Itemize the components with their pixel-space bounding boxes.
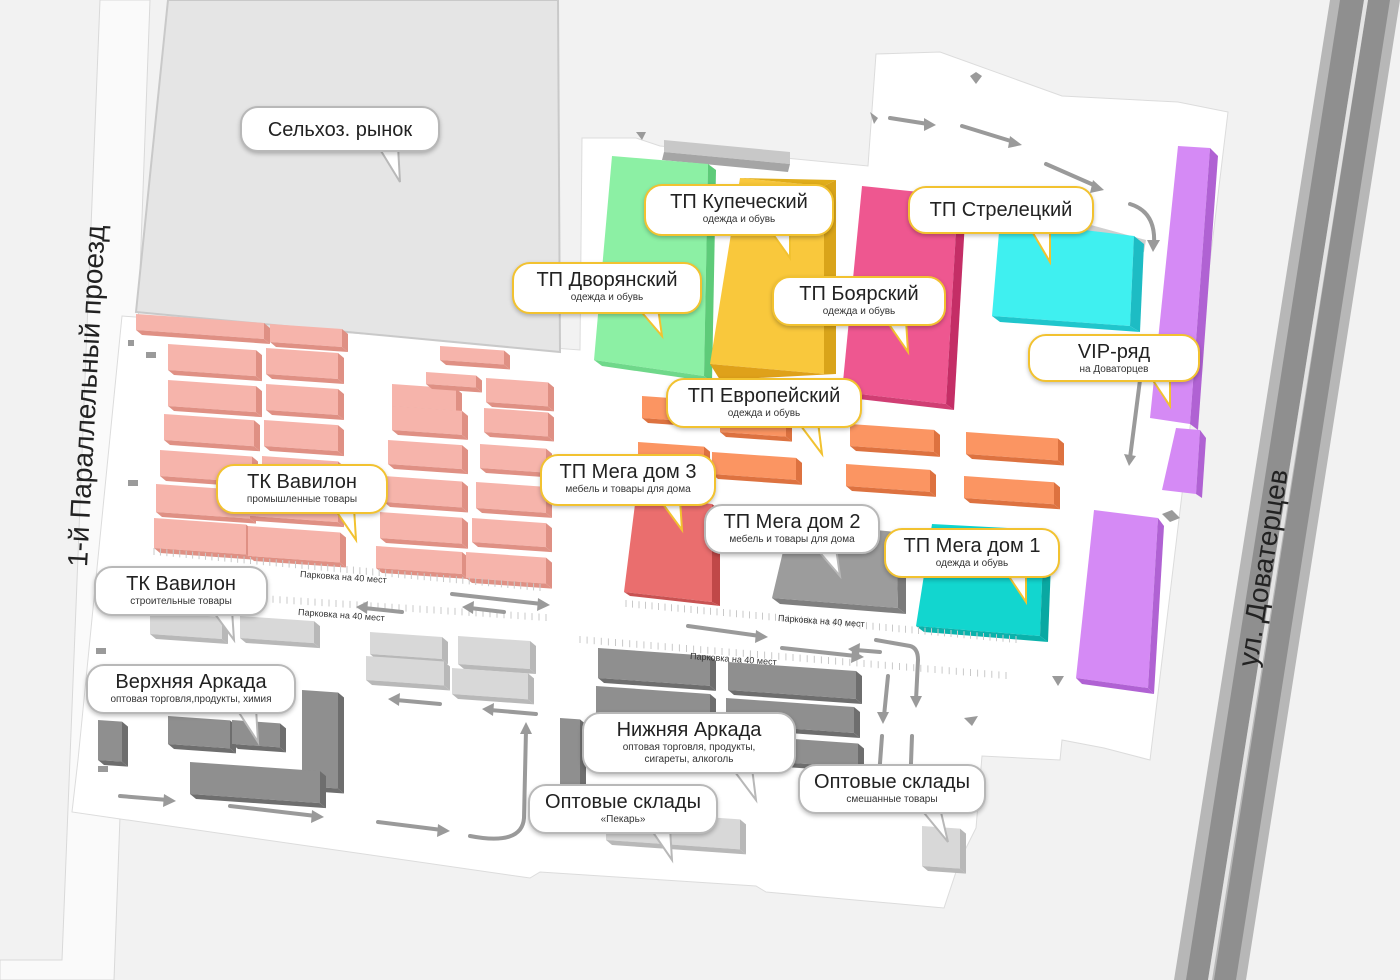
grey-dark-block	[598, 648, 716, 691]
callout-subtitle: одежда и обувь	[570, 292, 644, 303]
callout-title: ТП Мега дом 3	[559, 461, 697, 483]
callout-title: ТП Купеческий	[670, 191, 808, 213]
salmon-block	[164, 414, 260, 452]
grey-dark-block	[98, 720, 128, 767]
callout-title: ТК Вавилон	[247, 471, 357, 493]
callout-subtitle: одежда и обувь	[702, 214, 776, 225]
salmon-block	[380, 512, 468, 549]
callout-subtitle: строительные товары	[130, 596, 232, 607]
gate-markers	[96, 72, 1180, 772]
callout-subtitle: мебель и товары для дома	[565, 484, 691, 495]
salmon-block	[248, 526, 346, 568]
callout-subtitle: оптовая торговля,продукты, химия	[110, 694, 272, 705]
building-strel	[992, 220, 1144, 332]
callout-title: Оптовые склады	[545, 791, 701, 813]
orange-block	[966, 432, 1064, 466]
salmon-block	[266, 348, 344, 385]
callout-subtitle: одежда и обувь	[727, 408, 801, 419]
salmon-block	[426, 372, 482, 393]
callout-subtitle: одежда и обувь	[935, 558, 1009, 569]
arrow-heads	[163, 118, 1160, 837]
callout-subtitle: оптовая торговля, продукты, сигареты, ал…	[622, 742, 756, 765]
callout-strel[interactable]: ТП Стрелецкий	[908, 186, 1094, 234]
callout-title: ТП Дворянский	[536, 269, 678, 291]
orange-block	[712, 452, 802, 485]
orange-block	[846, 464, 936, 497]
callout-title: ТП Мега дом 1	[903, 535, 1041, 557]
callout-title: Нижняя Аркада	[616, 719, 762, 741]
grey-light-block	[150, 612, 228, 645]
callout-title: ТП Боярский	[799, 283, 919, 305]
callout-subtitle: на Доваторцев	[1079, 364, 1149, 375]
callout-sklady2[interactable]: Оптовые склады«Пекарь»	[528, 784, 718, 834]
east-road	[1174, 0, 1400, 980]
callout-title: ТП Стрелецкий	[929, 199, 1073, 221]
salmon-block	[136, 314, 270, 344]
callout-subtitle: одежда и обувь	[822, 306, 896, 317]
grey-dark-block	[168, 716, 236, 754]
callout-title: Верхняя Аркада	[115, 671, 267, 693]
callout-subtitle: мебель и товары для дома	[729, 534, 855, 545]
grey-light-block	[452, 668, 534, 705]
callout-subtitle: смешанные товары	[846, 794, 938, 805]
grey-dark-block	[190, 762, 326, 809]
callout-title: ТК Вавилон	[126, 573, 236, 595]
callout-title: ТП Европейский	[687, 385, 841, 407]
salmon-block	[154, 518, 252, 560]
salmon-block	[266, 384, 344, 421]
grey-light-block	[240, 616, 320, 649]
salmon-block	[388, 440, 468, 475]
salmon-block	[486, 378, 554, 412]
grey-light-block	[922, 826, 966, 874]
callout-subtitle: промышленные товары	[246, 494, 358, 505]
grey-dark-block	[728, 662, 862, 704]
salmon-block	[264, 420, 344, 457]
selhoz-market-area	[134, 0, 562, 354]
salmon-block	[484, 408, 554, 442]
salmon-block	[472, 518, 552, 553]
grey-light-block	[366, 656, 450, 691]
salmon-block	[466, 552, 552, 589]
callout-title: ТП Мега дом 2	[723, 511, 861, 533]
callout-subtitle: «Пекарь»	[600, 814, 646, 825]
callout-title: VIP-ряд	[1077, 341, 1151, 363]
salmon-block	[168, 380, 262, 418]
grey-dark-block	[232, 720, 286, 753]
orange-block	[964, 476, 1060, 510]
traffic-arrows	[118, 116, 1157, 841]
salmon-block	[440, 346, 510, 370]
salmon-block	[270, 324, 348, 353]
callout-selhoz[interactable]: Сельхоз. рынок	[240, 106, 440, 152]
salmon-block	[384, 476, 468, 513]
grey-light-block	[458, 636, 536, 675]
salmon-block	[392, 406, 468, 440]
callout-title: Оптовые склады	[814, 771, 970, 793]
callout-title: Сельхоз. рынок	[267, 119, 413, 141]
orange-block	[850, 424, 940, 457]
salmon-block	[168, 344, 262, 382]
